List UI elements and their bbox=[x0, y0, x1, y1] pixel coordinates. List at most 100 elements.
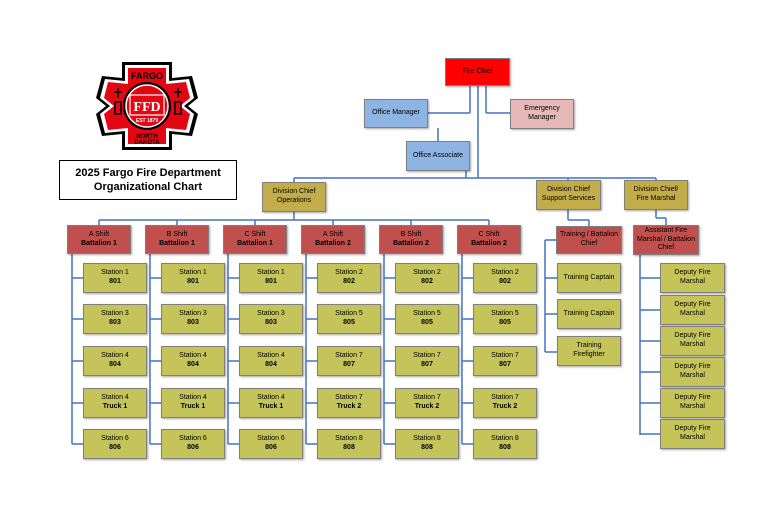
station-unit: Truck 2 bbox=[414, 403, 440, 410]
office-associate-box: Office Associate bbox=[406, 141, 470, 171]
station-unit: Truck 1 bbox=[102, 403, 128, 410]
deputy-fire-marshal-box: Deputy Fire Marshal bbox=[660, 263, 725, 293]
training-captain-label-1: Training Captain bbox=[563, 273, 615, 281]
station-unit: 807 bbox=[499, 361, 511, 368]
shift-battalion: Battalion 1 bbox=[159, 239, 195, 247]
station-name: Station 6 bbox=[101, 435, 129, 443]
station-unit: 808 bbox=[343, 444, 355, 451]
station-name: Station 5 bbox=[413, 310, 441, 318]
station-name: Station 5 bbox=[335, 310, 363, 318]
division-chief-marshal-line-2: Fire Marshal bbox=[636, 195, 676, 202]
assistant-fire-marshal-line-2: Marshal / Battalion bbox=[637, 235, 695, 243]
station-unit: 806 bbox=[109, 444, 121, 451]
ffd-logo: FFD EST 1879 FARGO NORTH DAKOTA bbox=[96, 62, 198, 150]
chart-title: 2025 Fargo Fire Department Organizationa… bbox=[59, 160, 237, 200]
logo-bottom-text-2: DAKOTA bbox=[134, 140, 160, 146]
division-chief-marshal-line-1: Division Chief/ bbox=[633, 186, 679, 194]
shift-name: C Shift bbox=[478, 230, 500, 238]
deputy-fire-marshal-box: Deputy Fire Marshal bbox=[660, 295, 725, 325]
division-chief-operations-line-2: Operations bbox=[276, 197, 312, 204]
logo-center-text: FFD bbox=[133, 100, 160, 115]
training-captain-label-2: Training Captain bbox=[563, 309, 615, 317]
station-unit: 808 bbox=[421, 444, 433, 451]
shift-battalion: Battalion 2 bbox=[471, 239, 507, 247]
shift-battalion: Battalion 2 bbox=[315, 239, 351, 247]
shift-name: A Shift bbox=[88, 230, 110, 238]
station-name: Station 5 bbox=[491, 310, 519, 318]
shift-battalion: Battalion 1 bbox=[237, 239, 273, 247]
logo-top-text: FARGO bbox=[131, 71, 163, 81]
logo-bottom-text-1: NORTH bbox=[136, 134, 157, 140]
deputy-fire-marshal-box: Deputy Fire Marshal bbox=[660, 388, 725, 418]
station-name: Station 3 bbox=[101, 310, 129, 318]
chart-title-line-1: 2025 Fargo Fire Department bbox=[75, 166, 221, 179]
station-unit: 802 bbox=[343, 278, 355, 285]
division-chief-support-line-1: Division Chief bbox=[547, 186, 590, 194]
training-battalion-chief-line-2: Chief bbox=[580, 240, 598, 247]
division-chief-support-box: Division Chief Support Services bbox=[536, 180, 601, 210]
shift-name: B Shift bbox=[166, 230, 188, 238]
chart-title-line-2: Organizational Chart bbox=[93, 181, 203, 193]
deputy-fire-marshal-box: Deputy Fire Marshal bbox=[660, 419, 725, 449]
station-unit: 803 bbox=[187, 319, 199, 326]
station-unit: 802 bbox=[421, 278, 433, 285]
shift-name: C Shift bbox=[244, 230, 266, 238]
division-chief-operations-box: Division Chief Operations bbox=[262, 182, 326, 212]
station-name: Station 7 bbox=[491, 394, 519, 402]
assistant-fire-marshal-line-1: Assistant Fire bbox=[644, 226, 688, 234]
training-captain-box-1: Training Captain bbox=[557, 263, 621, 293]
training-battalion-chief-line-1: Training / Battalion bbox=[559, 231, 619, 239]
station-unit: 807 bbox=[421, 361, 433, 368]
station-name: Station 1 bbox=[101, 269, 129, 277]
logo-est-text: EST 1879 bbox=[136, 118, 158, 124]
station-name: Station 3 bbox=[179, 310, 207, 318]
station-name: Station 8 bbox=[491, 435, 519, 443]
station-unit: 805 bbox=[499, 319, 511, 326]
office-associate-label: Office Associate bbox=[412, 151, 464, 159]
station-name: Station 4 bbox=[257, 394, 285, 402]
station-name: Station 7 bbox=[335, 352, 363, 360]
emergency-manager-line-1: Emergency bbox=[524, 105, 560, 113]
training-firefighter-line-2: Firefighter bbox=[573, 351, 605, 358]
station-unit: 804 bbox=[265, 361, 277, 368]
station-unit: Truck 1 bbox=[258, 403, 284, 410]
station-name: Station 7 bbox=[491, 352, 519, 360]
station-unit: Truck 2 bbox=[336, 403, 362, 410]
emergency-manager-box: Emergency Manager bbox=[510, 99, 574, 129]
deputy-fire-marshal-box: Deputy Fire Marshal bbox=[660, 357, 725, 387]
deputy-fire-marshal-label: Deputy Fire Marshal bbox=[674, 269, 711, 285]
deputy-fire-marshal-box: Deputy Fire Marshal bbox=[660, 326, 725, 356]
training-firefighter-box: Training Firefighter bbox=[557, 336, 621, 366]
deputy-fire-marshal-label: Deputy Fire Marshal bbox=[674, 363, 711, 379]
deputy-fire-marshal-label: Deputy Fire Marshal bbox=[674, 332, 711, 348]
station-name: Station 8 bbox=[335, 435, 363, 443]
station-unit: 806 bbox=[265, 444, 277, 451]
training-captain-box-2: Training Captain bbox=[557, 299, 621, 329]
station-name: Station 1 bbox=[179, 269, 207, 277]
station-name: Station 4 bbox=[101, 394, 129, 402]
assistant-fire-marshal-box: Assistant Fire Marshal / Battalion Chief bbox=[633, 225, 699, 255]
